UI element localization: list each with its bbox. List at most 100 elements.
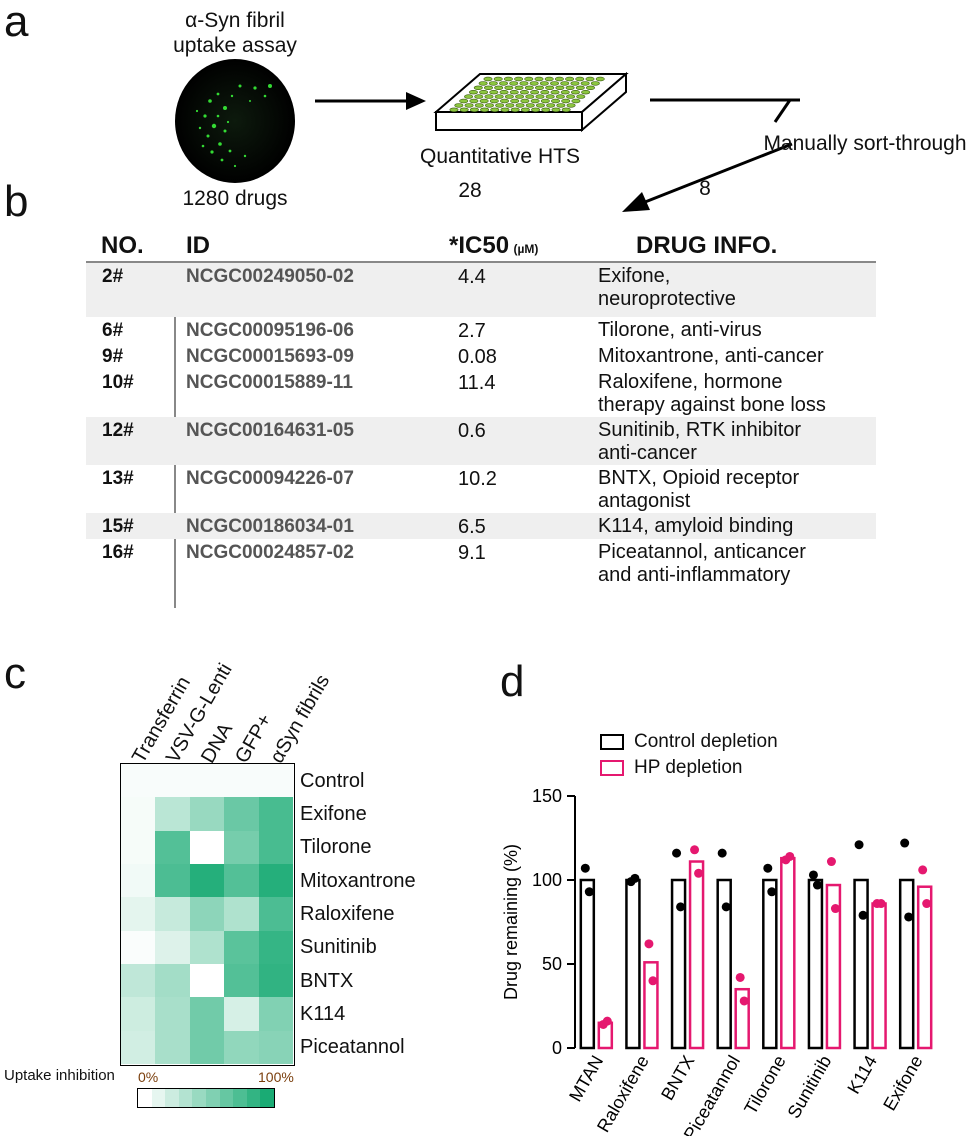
control-bar xyxy=(807,878,824,1050)
heatmap-row-label: BNTX xyxy=(300,969,354,992)
heatmap-cell xyxy=(155,1030,191,1065)
hp-point xyxy=(694,868,704,878)
arrow-to-hts xyxy=(315,92,426,110)
plate-well xyxy=(524,85,534,90)
row-number: 16# xyxy=(102,542,134,563)
hp-point xyxy=(690,845,700,855)
plate-well xyxy=(515,103,525,108)
panel-a-letter: a xyxy=(4,0,29,46)
plate-well xyxy=(489,90,499,95)
heatmap-cell xyxy=(224,830,260,865)
plate-well xyxy=(525,94,535,99)
row-compound-id: NCGC00015693-09 xyxy=(186,346,354,367)
heatmap-cell xyxy=(189,964,225,998)
plate-well xyxy=(575,76,585,82)
row-drug-info-line2: antagonist xyxy=(598,490,691,512)
plate-well xyxy=(509,90,519,95)
drug-table: NO. ID *IC50 (µM) DRUG INFO. 2#NCGC00249… xyxy=(86,228,876,608)
row-compound-id: NCGC00164631-05 xyxy=(186,420,354,441)
fibril-dish-image xyxy=(175,59,295,183)
row-ic50: 0.08 xyxy=(458,346,497,368)
plate-well xyxy=(510,107,520,112)
panel-b-letter: b xyxy=(4,177,29,226)
legend-min: 0% xyxy=(138,1069,159,1085)
row-compound-id: NCGC00094226-07 xyxy=(186,468,354,489)
row-ic50: 0.6 xyxy=(458,420,486,442)
y-tick-label: 150 xyxy=(532,786,562,806)
row-drug-info-line1: Mitoxantrone, anti-cancer xyxy=(598,345,824,367)
heatmap-cell xyxy=(224,930,260,965)
table-row: 9# NCGC00015693-09 0.08 Mitoxantrone, anti-… xyxy=(86,343,876,369)
plate-well xyxy=(514,85,524,90)
header-no: NO. xyxy=(101,232,144,259)
control-point xyxy=(721,902,731,912)
heatmap-cell xyxy=(121,864,156,898)
plate-well xyxy=(524,76,534,82)
plate-well xyxy=(474,103,484,108)
control-point xyxy=(900,838,910,848)
plate-well xyxy=(535,103,545,108)
heatmap-column-label: αSyn fibrils xyxy=(265,670,334,767)
plate-well xyxy=(520,107,530,112)
plate-well xyxy=(490,107,500,112)
plate-well xyxy=(555,85,565,90)
colorbar-step xyxy=(246,1089,261,1107)
legend-colorbar xyxy=(137,1088,275,1108)
colorbar-step xyxy=(219,1089,234,1107)
hts-plate-image xyxy=(433,71,629,133)
heatmap-cell xyxy=(155,864,191,898)
control-point xyxy=(672,848,682,858)
hp-bar xyxy=(780,856,796,1050)
colorbar-step xyxy=(151,1089,166,1107)
plate-well xyxy=(556,103,566,108)
plate-well xyxy=(550,81,560,86)
plate-well xyxy=(555,94,565,99)
header-id: ID xyxy=(186,232,210,259)
row-number: 9# xyxy=(102,346,124,367)
plate-well xyxy=(560,81,570,86)
heatmap-cell xyxy=(224,797,260,832)
x-tick-label: K114 xyxy=(843,1052,881,1097)
assay-label-line2: uptake assay xyxy=(173,34,297,57)
heatmap-cell xyxy=(189,897,225,932)
heatmap-cell xyxy=(121,797,156,832)
plate-well xyxy=(479,98,489,104)
hp-bar xyxy=(871,902,887,1050)
heatmap-cell xyxy=(155,764,191,798)
control-point xyxy=(858,910,868,920)
row-number: 10# xyxy=(102,372,134,393)
panel-d-letter: d xyxy=(500,657,525,706)
control-bar xyxy=(716,878,732,1050)
heatmap-cell xyxy=(224,897,260,932)
hp-bar xyxy=(916,885,933,1050)
heatmap-row-label: Control xyxy=(300,769,365,792)
control-bar xyxy=(579,878,596,1050)
plate-well xyxy=(561,98,571,104)
plate-well xyxy=(565,85,575,90)
hp-point xyxy=(739,996,749,1006)
header-info: DRUG INFO. xyxy=(636,232,778,259)
row-ic50: 4.4 xyxy=(458,266,486,288)
y-tick-label: 100 xyxy=(532,870,562,890)
row-drug-info-line1: Piceatannol, anticancer xyxy=(598,541,806,563)
row-compound-id: NCGC00024857-02 xyxy=(186,542,354,563)
row-drug-info: Tilorone, anti-virus xyxy=(598,319,762,342)
plate-well xyxy=(541,107,551,112)
row-compound-id: NCGC00015889-11 xyxy=(186,372,353,393)
plate-well xyxy=(500,98,510,104)
heatmap-row-label: Raloxifene xyxy=(300,903,395,925)
heatmap-cell xyxy=(224,997,260,1032)
heatmap-cell xyxy=(189,864,225,898)
plate-well xyxy=(509,81,519,86)
plate-well xyxy=(504,85,514,90)
control-point xyxy=(763,863,773,873)
plate-well xyxy=(469,98,479,104)
colorbar-step xyxy=(260,1089,274,1107)
x-tick-label: Sunitinib xyxy=(784,1052,836,1122)
